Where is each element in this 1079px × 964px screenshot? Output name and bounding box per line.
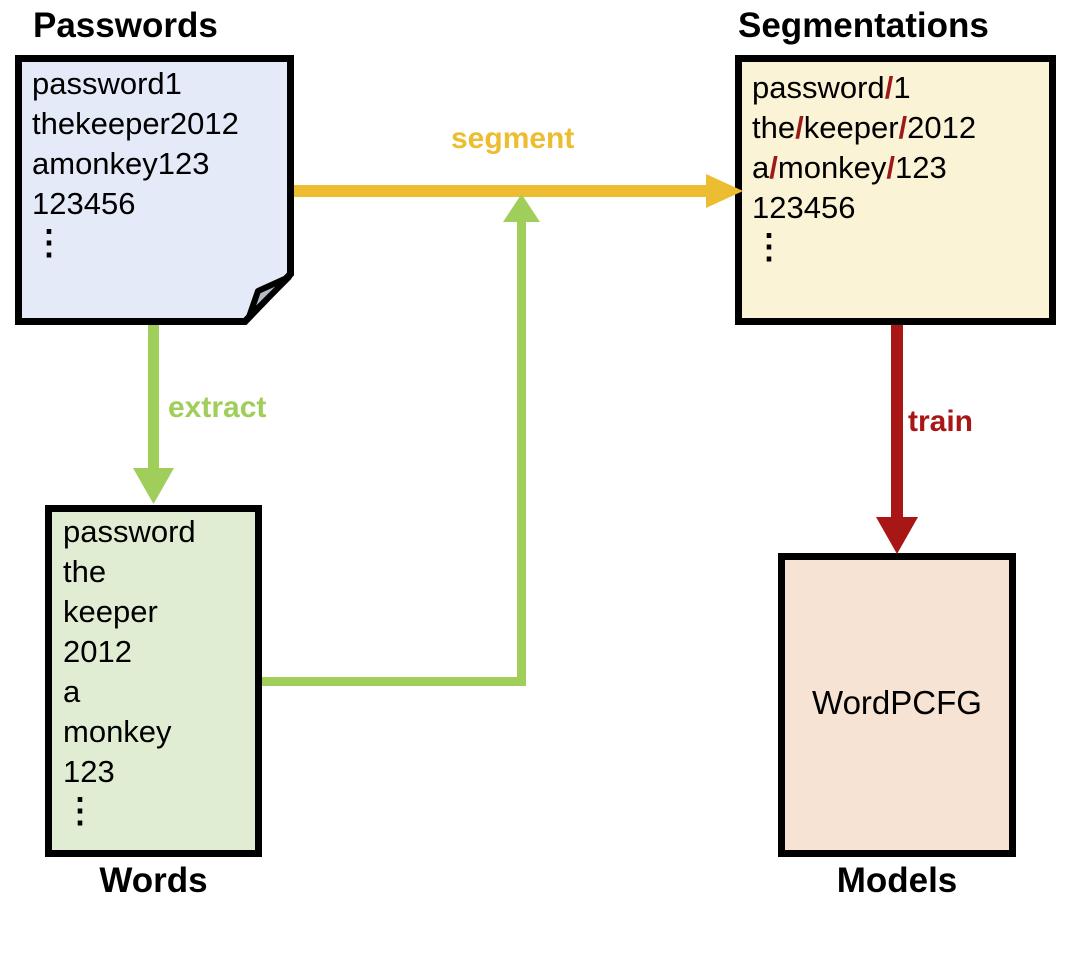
words-content: password the keeper 2012 a monkey 123 ⋮ xyxy=(63,512,196,830)
passwords-line: 123456 xyxy=(32,186,136,221)
words-line: monkey xyxy=(63,714,172,749)
seg-slash: / xyxy=(898,110,908,145)
words-line: the xyxy=(63,554,107,589)
seg-part: 2012 xyxy=(907,110,977,145)
extract-arrow xyxy=(133,325,174,504)
connector-horizontal-bar xyxy=(262,677,526,686)
words-line: keeper xyxy=(63,594,158,629)
train-arrow-label: train xyxy=(908,405,974,438)
segmentations-line: 123456 xyxy=(752,190,856,225)
models-box xyxy=(778,553,1016,857)
words-box xyxy=(45,505,262,857)
models-label: Models xyxy=(836,861,958,900)
segment-arrow xyxy=(294,174,743,208)
passwords-line: thekeeper2012 xyxy=(32,106,239,141)
segmentations-line: password/1 xyxy=(752,68,976,108)
extract-arrow-bar xyxy=(148,325,159,468)
passwords-ellipsis: ⋮ xyxy=(32,224,66,262)
seg-slash: / xyxy=(795,110,804,145)
seg-slash: / xyxy=(886,150,896,185)
segmentations-ellipsis: ⋮ xyxy=(752,228,786,266)
segment-arrowhead xyxy=(706,174,743,208)
train-arrow-bar xyxy=(891,325,903,517)
seg-slash: / xyxy=(884,70,894,105)
words-line: password xyxy=(63,514,196,549)
words-line: 2012 xyxy=(63,634,132,669)
segment-arrow-bar xyxy=(294,185,708,197)
seg-part: keeper xyxy=(803,110,899,145)
segmentations-title: Segmentations xyxy=(738,6,989,45)
seg-part: 123 xyxy=(895,150,947,185)
train-arrowhead xyxy=(876,517,918,554)
connector-vertical-bar xyxy=(517,218,526,686)
seg-part: the xyxy=(752,110,796,145)
passwords-line: amonkey123 xyxy=(32,146,210,181)
seg-slash: / xyxy=(769,150,778,185)
extract-arrowhead xyxy=(133,468,174,504)
seg-part: password xyxy=(752,70,885,105)
segment-arrow-label: segment xyxy=(451,122,575,155)
segmentations-content: password/1 the/keeper/2012 a/monkey/123 … xyxy=(752,68,976,266)
segmentations-line: the/keeper/2012 xyxy=(752,108,976,148)
words-line: 123 xyxy=(63,754,115,789)
passwords-content: password1 thekeeper2012 amonkey123 12345… xyxy=(32,64,239,262)
segmentations-box xyxy=(735,55,1056,325)
extract-arrow-label: extract xyxy=(168,391,267,424)
seg-part: 1 xyxy=(893,70,911,105)
passwords-line: password1 xyxy=(32,66,182,101)
seg-part: a xyxy=(752,150,770,185)
passwords-title: Passwords xyxy=(33,6,218,45)
words-line: a xyxy=(63,674,81,709)
words-label: Words xyxy=(99,861,208,900)
words-ellipsis: ⋮ xyxy=(63,792,97,830)
seg-part: monkey xyxy=(777,150,887,185)
connector-up-arrowhead xyxy=(503,194,540,222)
segmentations-line: a/monkey/123 xyxy=(752,148,976,188)
words-to-segment-connector xyxy=(262,194,540,686)
train-arrow xyxy=(876,325,918,554)
passwords-doc-fold xyxy=(246,274,292,320)
models-content: WordPCFG xyxy=(812,684,982,721)
